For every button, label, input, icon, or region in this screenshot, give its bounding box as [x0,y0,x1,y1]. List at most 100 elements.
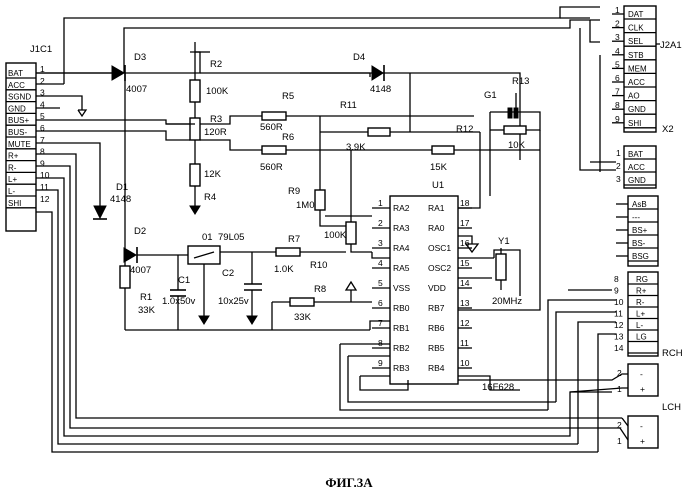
c1-value: 1.0x50v [162,296,196,307]
resistor-r2: R2 100K [190,52,229,102]
bus-label: BS- [632,239,646,248]
j2a1-label: CLK [628,24,644,33]
ic-part: 16F628 [482,382,514,393]
r4-ref: R4 [204,192,216,203]
j2a1-label: GND [628,105,646,114]
resistor-r8: R8 33K [272,284,372,323]
resistor-r5: R5 560R [260,91,474,133]
j2a1-pin: 7 [615,87,620,97]
ic-pin-name: RA1 [428,203,445,213]
ic-pin-name: RB6 [428,323,445,333]
ic-pin-number: 15 [460,258,470,268]
r3-value: 120R [204,127,227,138]
r8-value: 33K [294,312,312,323]
j1c1-label: R- [8,163,17,172]
connector-rg: 8RG9R+10R-11L+12L-13LG14 [614,272,658,356]
j2a1-label: DAT [628,10,644,19]
j2a1-label: AO [628,92,640,101]
j2a1-label: ACC [628,78,645,87]
j1c1-label: SHI [8,199,21,208]
r1-value: 33K [138,305,156,316]
ic-pin-name: RB5 [428,343,445,353]
rg-pin: 9 [614,286,619,296]
ic-pin-number: 13 [460,298,470,308]
reg-value: 79L05 [218,232,244,243]
lch-ref: LCH [662,402,681,413]
ic-pin-name: OSC2 [428,263,451,273]
ic-pin-name: RA3 [393,223,410,233]
j1c1-label: BAT [8,69,23,78]
r5-ref: R5 [282,91,294,102]
bus-label: BS+ [632,226,648,235]
j2a1-pin: 5 [615,59,620,69]
j2a1-pin: 1 [615,5,620,15]
ic-pin-name: RA4 [393,243,410,253]
r12-ref: R12 [456,124,473,135]
r1-ref: R1 [140,292,152,303]
r10-value: 100K [324,230,347,241]
ic-pin-name: OSC1 [428,243,451,253]
x2-ref: X2 [662,124,674,135]
ic-pin-number: 9 [378,358,383,368]
j2a1-label: SHI [628,119,641,128]
d4-ref: D4 [353,52,365,63]
j2a1-label: SEL [628,37,644,46]
rg-pin: 13 [614,332,624,342]
ic-pin-number: 3 [378,238,383,248]
j1c1-label: SGND [8,93,31,102]
rg-pin: 8 [614,274,619,284]
j1c1-label: BUS+ [8,116,29,125]
x2-label: GND [628,176,646,185]
j1c1-label: R+ [8,152,19,161]
r9-value: 1M0 [296,200,314,211]
lch-plus: + [640,436,645,446]
rch-minus: - [640,369,643,379]
j2a1-pin: 8 [615,100,620,110]
j2a1-label: MEM [628,64,647,73]
ic-pin-number: 11 [460,338,469,348]
ic-pin-name: RA0 [428,223,445,233]
j2a1-pin: 6 [615,73,620,83]
ic-pin-name: RA2 [393,203,410,213]
x2-pin: 1 [616,148,621,158]
ic-pin-number: 18 [460,198,470,208]
r2-ref: R2 [210,59,222,70]
r11-value: 3.9K [346,142,366,153]
j1c1-pin: 8 [40,147,45,157]
x2-pin: 2 [616,161,621,171]
ic-pin-number: 14 [460,278,470,288]
crystal-y1: Y1 20MHz [492,236,522,307]
j1c1-label: MUTE [8,140,31,149]
r12-value: 15K [430,162,448,173]
j1c1-pin: 9 [40,158,45,168]
j1c1-label: L- [8,187,15,196]
resistor-r4: 12K R4 [190,140,222,214]
r13-value: 10K [508,140,526,151]
j1c1-pin: 10 [40,170,50,180]
r6-ref: R6 [282,132,294,143]
ground-arrow [346,282,356,302]
j2a1-pin: 4 [615,46,620,56]
rg-label: LG [636,333,647,342]
ic-pin-name: RA5 [393,263,410,273]
j1c1-ref: J1C1 [30,44,52,55]
j1c1-pin: 12 [40,194,50,204]
connector-x2: X2 BAT1ACC2GND3 [616,124,674,188]
ic-pin-name: VSS [393,283,410,293]
j2a1-ref: J2A1 [660,40,682,51]
ic-pin-number: 1 [378,198,383,208]
bus-label: --- [632,213,640,222]
lch-minus: - [640,421,643,431]
r10-ref: R10 [310,260,327,271]
rch-pin-1: 1 [617,384,622,394]
d4-value: 4148 [370,84,391,95]
ic-pin-number: 10 [460,358,470,368]
ic-pin-number: 8 [378,338,383,348]
r13-ref: R13 [512,76,529,87]
c2-ref: C2 [222,268,234,279]
r7-ref: R7 [288,234,300,245]
lch-pin-1: 1 [617,436,622,446]
rch-plus: + [640,384,645,394]
j1c1-label: BUS- [8,128,27,137]
g1-ref: G1 [484,90,497,101]
